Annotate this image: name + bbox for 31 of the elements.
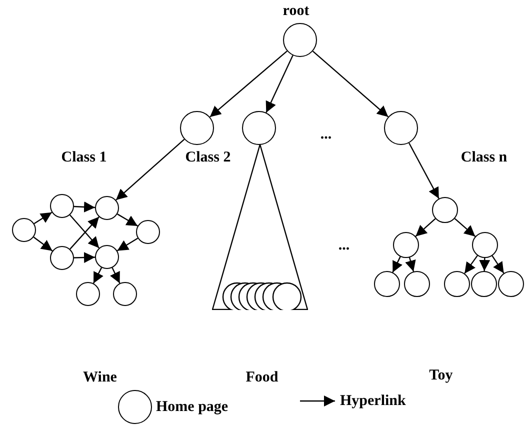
hyperlink-arrow <box>479 258 490 272</box>
text-label: Class 1 <box>61 150 107 166</box>
node-caption: root <box>282 4 310 19</box>
hyperlink-arrow <box>408 142 440 199</box>
text-label: Class n <box>460 150 508 166</box>
text-label: Class 2 <box>185 150 231 166</box>
hyperlink-arrow <box>312 50 389 118</box>
hyperlink-arrow <box>74 252 96 263</box>
hyperlink-arrow <box>33 236 53 252</box>
text-label: Toy <box>429 368 453 384</box>
hyperlink-arrow <box>116 238 138 252</box>
hyperlink-arrow <box>415 218 436 237</box>
hyperlink-arrow <box>92 267 104 284</box>
text-label: Food <box>246 370 278 386</box>
hyperlink-arrow <box>266 55 294 113</box>
hyperlink-arrow <box>117 214 138 226</box>
text-label: Wine <box>83 370 117 386</box>
hyperlink-arrow <box>210 50 288 118</box>
hyperlink-arrow <box>110 268 120 284</box>
legend-label: Hyperlink <box>340 392 406 411</box>
hyperlink-arrow <box>405 257 416 272</box>
hyperlink-arrow <box>392 256 402 273</box>
hyperlink-arrow <box>454 218 476 237</box>
hyperlink-arrow <box>74 201 96 212</box>
text-label: ... <box>338 238 350 254</box>
text-label: ... <box>320 128 332 142</box>
hyperlink-arrow <box>34 212 52 224</box>
hyperlink-arrow <box>464 255 478 274</box>
legend-label: Home page <box>156 398 228 417</box>
hyperlink-arrow <box>116 138 185 200</box>
hyperlink-arrow <box>492 255 504 274</box>
